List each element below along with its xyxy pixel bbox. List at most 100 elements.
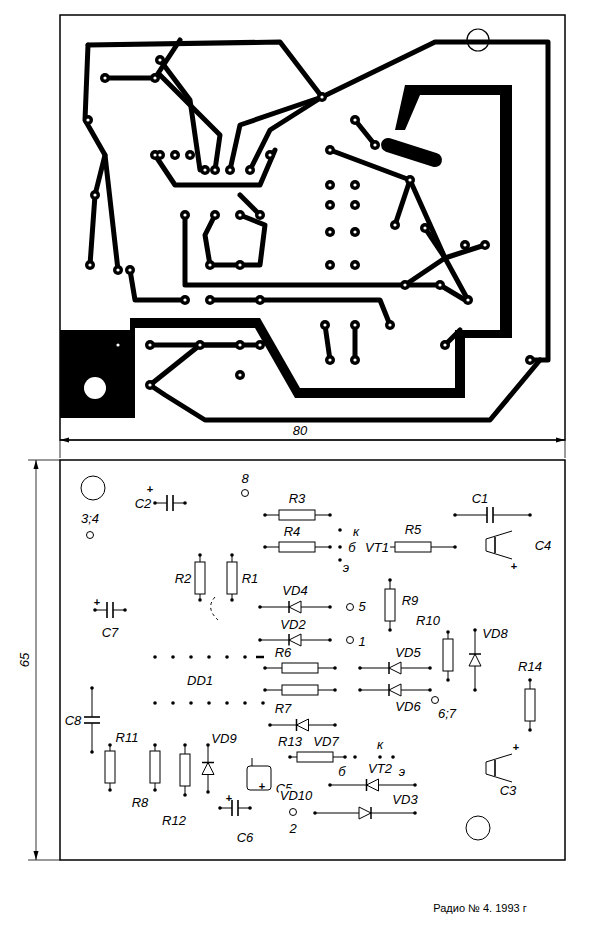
pad-hole <box>213 168 216 171</box>
dimension-label: 80 <box>292 424 308 437</box>
lead-dot <box>123 608 127 612</box>
solder-pad <box>255 340 265 350</box>
board-outline <box>60 460 565 860</box>
solder-pad <box>145 380 155 390</box>
lead-dot <box>328 783 332 787</box>
part-label: VD8 <box>481 627 508 640</box>
solder-pad <box>525 355 535 365</box>
solder-pad <box>210 165 220 175</box>
resistor-symbol <box>282 663 318 673</box>
lead-dot <box>153 788 157 792</box>
solder-pad <box>435 280 445 290</box>
solder-pad <box>350 227 360 237</box>
part-label: VD5 <box>394 646 421 659</box>
pad-hole <box>198 343 201 346</box>
part-label: к <box>352 525 360 538</box>
solder-pad <box>350 180 360 190</box>
lead-dot <box>263 666 267 670</box>
part-label: R1 <box>241 572 260 585</box>
pad-hole <box>353 323 356 326</box>
pad-hole <box>353 230 356 233</box>
component-side <box>60 460 565 860</box>
solder-pad <box>205 295 215 305</box>
resistor-symbol <box>150 751 160 783</box>
solder-pad <box>350 355 360 365</box>
lead-dot <box>358 666 362 670</box>
part-label: 1 <box>357 635 366 648</box>
diode-symbol <box>389 684 401 696</box>
capacitor-plate <box>237 800 239 816</box>
part-label: VD4 <box>281 584 308 597</box>
part-label: R5 <box>404 523 423 536</box>
pad-hole <box>258 213 261 216</box>
solder-pad <box>460 240 470 250</box>
resistor-symbol <box>105 751 115 783</box>
pad-hole <box>238 213 241 216</box>
chip-pin <box>243 701 247 705</box>
lead-dot <box>388 578 392 582</box>
lead-dot <box>230 598 234 602</box>
lead-dot <box>388 628 392 632</box>
lead-dot <box>198 553 202 557</box>
terminal-pad <box>87 532 94 539</box>
pad-hole <box>228 168 231 171</box>
capacitor-plate <box>84 722 100 724</box>
pad-hole <box>238 343 241 346</box>
part-label: R2 <box>174 572 193 585</box>
part-label: C8 <box>64 714 83 727</box>
capacitor-plate <box>172 495 174 511</box>
polarity-mark: + <box>512 742 520 753</box>
pad-hole <box>88 263 91 266</box>
part-label: VD7 <box>312 735 339 748</box>
solder-pad <box>180 295 190 305</box>
solder-pad <box>480 240 490 250</box>
part-label: э <box>398 765 406 778</box>
part-label: C2 <box>134 497 153 510</box>
part-label: 2 <box>288 822 297 835</box>
pad-hole <box>423 226 426 229</box>
lead-dot <box>446 678 450 682</box>
pad-hole <box>128 268 131 271</box>
part-label: R12 <box>161 814 187 827</box>
pad-hole <box>183 213 186 216</box>
solder-pad <box>210 210 220 220</box>
capacitor-lead <box>92 688 93 717</box>
solder-pad <box>255 295 265 305</box>
resistor-symbol <box>385 589 395 621</box>
solder-pad <box>350 200 360 210</box>
resistor-symbol <box>525 689 535 721</box>
capacitor-plate <box>106 602 108 618</box>
copper-trace <box>160 60 200 170</box>
lead-dot <box>328 605 332 609</box>
pad-hole <box>443 343 446 346</box>
pad-hole <box>353 263 356 266</box>
pad-hole <box>208 263 211 266</box>
chip-pin <box>189 655 193 659</box>
ground-pad <box>60 85 512 418</box>
terminal-pad <box>432 697 439 704</box>
diode-symbol <box>289 601 301 613</box>
pad-hole <box>203 168 206 171</box>
polarity-mark: + <box>146 484 154 495</box>
chip-pin <box>171 701 175 705</box>
lead-dot <box>391 755 395 759</box>
dimension-arrow <box>60 438 69 443</box>
lead-dot <box>328 545 332 549</box>
lead-dot <box>263 688 267 692</box>
electrolytic-capacitor <box>486 531 512 559</box>
pad-hole <box>268 153 271 156</box>
pad-hole <box>183 298 186 301</box>
pad-hole <box>238 263 241 266</box>
polarity-mark: + <box>258 781 266 792</box>
lead-dot <box>358 688 362 692</box>
lead-dot <box>218 806 222 810</box>
solder-pad <box>83 115 93 125</box>
lead-dot <box>90 750 94 754</box>
solder-pad <box>90 190 100 200</box>
pcb-traces <box>60 15 565 440</box>
solder-pad <box>325 227 335 237</box>
pad-hole <box>208 298 211 301</box>
lead-dot <box>183 743 187 747</box>
diode-bar <box>202 762 214 764</box>
